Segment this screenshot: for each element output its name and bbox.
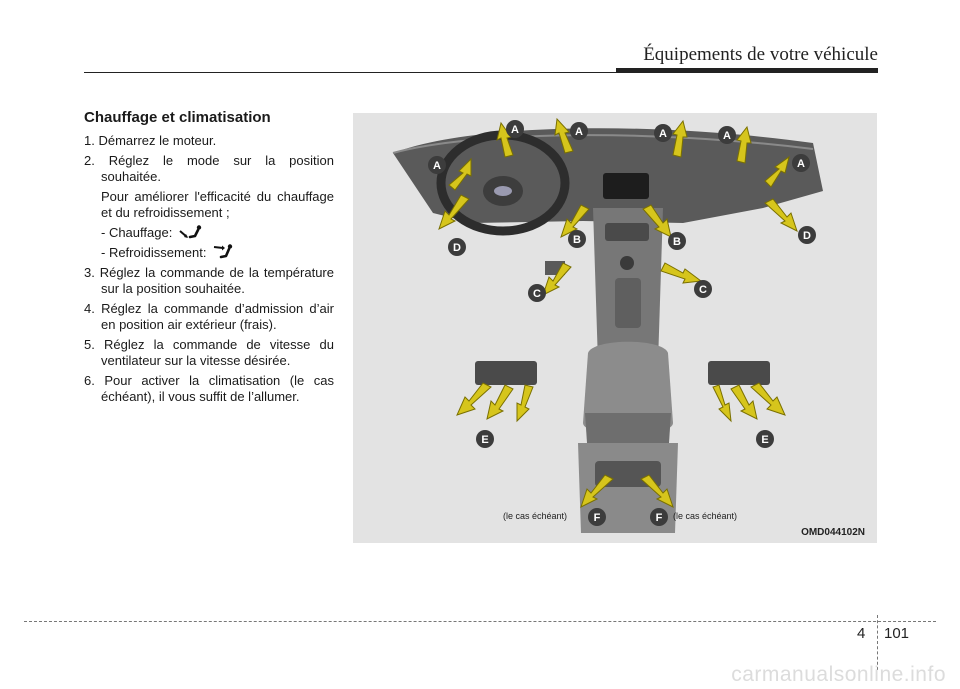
caption-right: (le cas échéant) xyxy=(673,511,738,521)
svg-text:E: E xyxy=(481,434,488,446)
vent-labels: A A A A A A B B C C D D E E F F xyxy=(428,120,816,526)
label-a-2: A xyxy=(506,120,524,138)
cooling-line: - Refroidissement: xyxy=(84,244,334,262)
cabin-illustration: A A A A A A B B C C D D E E F F xyxy=(392,117,823,533)
svg-text:C: C xyxy=(699,284,707,296)
svg-text:A: A xyxy=(659,128,667,140)
header-rule-thin xyxy=(84,72,878,73)
footer-divider xyxy=(877,615,878,670)
airflow-arrows xyxy=(438,117,798,508)
floor-mode-icon xyxy=(179,225,202,239)
svg-text:B: B xyxy=(673,236,681,248)
label-b-2: B xyxy=(668,232,686,250)
label-a-1: A xyxy=(428,156,446,174)
footer-rule xyxy=(24,621,936,622)
svg-text:A: A xyxy=(511,124,519,136)
instructions: Chauffage et climatisation 1. Démarrez l… xyxy=(84,110,334,409)
label-f-1: F xyxy=(588,508,606,526)
svg-text:F: F xyxy=(656,512,663,524)
svg-text:C: C xyxy=(533,288,541,300)
step-2: 2. Réglez le mode sur la position souhai… xyxy=(84,153,334,184)
label-a-3: A xyxy=(570,122,588,140)
svg-text:F: F xyxy=(594,512,601,524)
vent-diagram: A A A A A A B B C C D D E E F F (le cas … xyxy=(353,113,877,543)
label-f-2: F xyxy=(650,508,668,526)
chapter-number: 4 xyxy=(857,625,866,642)
page-number: 101 xyxy=(884,625,910,642)
svg-text:B: B xyxy=(573,234,581,246)
svg-text:D: D xyxy=(803,230,811,242)
label-a-4: A xyxy=(654,124,672,142)
step-4: 4. Réglez la commande d’admission d’air … xyxy=(84,301,334,332)
header-title: Équipements de votre véhicule xyxy=(643,44,878,65)
face-mode-icon xyxy=(214,244,233,259)
heating-label: - Chauffage: xyxy=(101,225,173,240)
label-c-2: C xyxy=(694,280,712,298)
svg-text:D: D xyxy=(453,242,461,254)
center-screen xyxy=(603,173,649,199)
section-title: Chauffage et climatisation xyxy=(84,109,271,126)
label-c-1: C xyxy=(528,284,546,302)
step-3: 3. Réglez la commande de la température … xyxy=(84,265,334,296)
figure-code: OMD044102N xyxy=(801,527,865,538)
label-b-1: B xyxy=(568,230,586,248)
caption-left: (le cas échéant) xyxy=(503,511,568,521)
svg-text:A: A xyxy=(433,160,441,172)
heating-line: - Chauffage: xyxy=(84,225,334,241)
label-a-5: A xyxy=(718,126,736,144)
svg-text:A: A xyxy=(723,130,731,142)
rear-vent-right xyxy=(708,361,770,385)
watermark: carmanualsonline.info xyxy=(731,663,946,686)
label-e-2: E xyxy=(756,430,774,448)
step-5: 5. Réglez la commande de vitesse du vent… xyxy=(84,337,334,368)
header-rule xyxy=(616,68,878,73)
label-a-6: A xyxy=(792,154,810,172)
svg-text:A: A xyxy=(797,158,805,170)
cooling-label: - Refroidissement: xyxy=(101,245,207,260)
step-6: 6. Pour activer la climatisation (le cas… xyxy=(84,373,334,404)
label-e-1: E xyxy=(476,430,494,448)
label-d-2: D xyxy=(798,226,816,244)
label-d-1: D xyxy=(448,238,466,256)
svg-text:E: E xyxy=(761,434,768,446)
step-1: 1. Démarrez le moteur. xyxy=(84,133,217,148)
step-2-note: Pour améliorer l'efficacité du chauffage… xyxy=(101,189,334,220)
armrest xyxy=(583,341,673,435)
svg-text:A: A xyxy=(575,126,583,138)
rear-vent-left xyxy=(475,361,537,385)
